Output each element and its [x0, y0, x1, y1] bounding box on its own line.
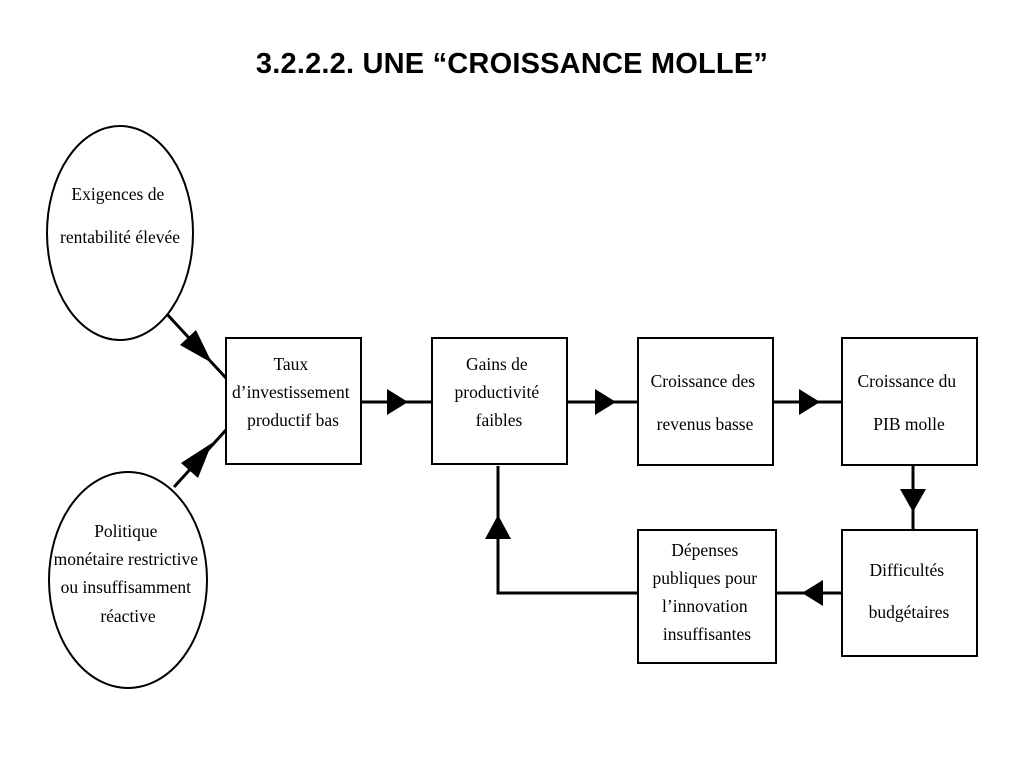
node-revenus-line-1: Croissance des — [651, 371, 756, 391]
node-gains-line-2: productivité — [455, 382, 540, 402]
node-difficultes-line-2: budgétaires — [869, 602, 950, 622]
node-depenses-line-4: insuffisantes — [663, 624, 751, 644]
node-politique-line-4: réactive — [100, 606, 156, 626]
arrowhead-difficultes-depenses — [802, 580, 823, 606]
arrowhead-taux-gains — [387, 389, 408, 415]
node-depenses-line-3: l’innovation — [662, 596, 748, 616]
node-taux-line-3: productif bas — [247, 410, 339, 430]
node-pib-line-2: PIB molle — [873, 414, 945, 434]
node-exigences-line-1: Exigences de — [71, 184, 164, 204]
arrowhead-revenus-pib — [799, 389, 820, 415]
node-taux-line-2: d’investissement — [232, 382, 350, 402]
node-taux-line-1: Taux — [273, 354, 308, 374]
node-revenus-label: Croissance des revenus basse — [651, 371, 760, 434]
connector-depenses-gains — [496, 466, 638, 595]
node-exigences-line-2: rentabilité élevée — [60, 227, 180, 247]
node-pib-shape — [841, 337, 978, 466]
node-politique-label: Politique monétaire restrictive ou insuf… — [54, 521, 203, 626]
node-politique-line-3: ou insuffisamment — [61, 577, 192, 597]
node-depenses-line-2: publiques pour — [653, 568, 758, 588]
arrowhead-depenses-gains — [485, 515, 511, 539]
node-revenus-line-2: revenus basse — [657, 414, 754, 434]
node-politique-line-1: Politique — [94, 521, 157, 541]
node-pib-label: Croissance du PIB molle — [857, 371, 960, 434]
node-depenses-shape — [637, 529, 777, 664]
shapes — [46, 125, 978, 689]
node-depenses-line-1: Dépenses — [671, 540, 738, 560]
node-pib-line-1: Croissance du — [857, 371, 956, 391]
arrowhead-gains-revenus — [595, 389, 616, 415]
node-exigences-shape — [46, 125, 194, 341]
node-difficultes-line-1: Difficultés — [870, 560, 945, 580]
arrowhead-politique-taux — [181, 443, 212, 478]
node-gains-line-1: Gains de — [466, 354, 528, 374]
node-politique-line-2: monétaire restrictive — [54, 549, 199, 569]
node-politique-shape — [48, 471, 208, 689]
node-difficultes-shape — [841, 529, 978, 657]
arrowhead-pib-difficultes — [900, 489, 926, 512]
node-taux-label: Taux d’investissement productif bas — [232, 354, 354, 430]
node-taux-shape — [225, 337, 362, 465]
node-exigences-label: Exigences de rentabilité élevée — [60, 184, 180, 247]
node-difficultes-label: Difficultés budgétaires — [869, 560, 950, 622]
page-title: 3.2.2.2. UNE “CROISSANCE MOLLE” — [255, 48, 769, 80]
node-gains-shape — [431, 337, 568, 465]
node-revenus-shape — [637, 337, 774, 466]
arrowhead-exigences-taux — [180, 330, 212, 363]
node-gains-label: Gains de productivité faibles — [455, 354, 544, 430]
node-gains-line-3: faibles — [476, 410, 523, 430]
arrowheads — [180, 330, 926, 606]
node-depenses-label: Dépenses publiques pour l’innovation ins… — [653, 540, 762, 644]
